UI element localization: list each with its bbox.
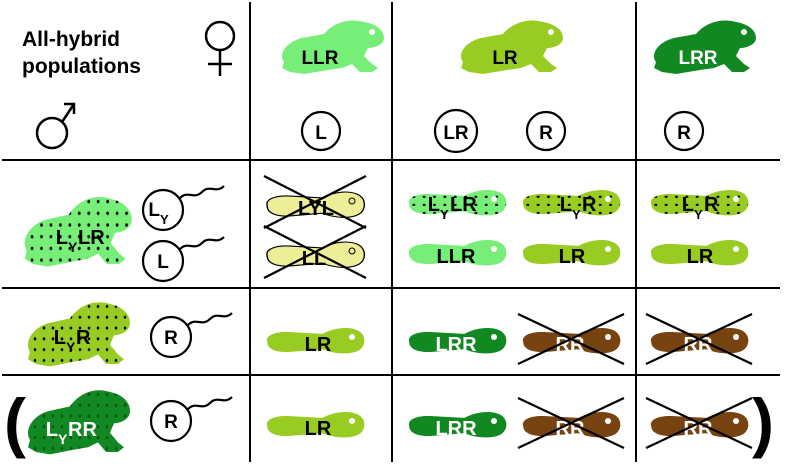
- egg-gamete-r: R: [525, 110, 567, 152]
- offspring-r2c1-lr-label: LR: [305, 334, 332, 356]
- egg-gamete-r-label: R: [539, 123, 553, 144]
- sperm-gamete-l-label: L: [157, 252, 169, 273]
- offspring-r1c2-lyr-base: L: [560, 194, 572, 216]
- right-bracket: ): [752, 385, 774, 459]
- egg-gamete-lr: LR: [433, 108, 479, 154]
- female-frog-llr-label: LLR: [302, 48, 339, 69]
- offspring-r1c3-lyr-sub: Y: [694, 207, 703, 222]
- dead-cross-icon: [645, 313, 753, 365]
- offspring-r2c2-lrr-label: LRR: [435, 334, 477, 356]
- offspring-r3c3-rr: RR: [645, 397, 753, 449]
- offspring-r2c3-rr-label: RR: [684, 334, 713, 356]
- egg-gamete-lr-label: LR: [443, 123, 469, 144]
- offspring-r1c2-lylr: L Y LR: [408, 190, 507, 222]
- offspring-r3c1-lr: LR: [266, 412, 365, 440]
- sperm-gamete-ly-base: L: [148, 200, 160, 221]
- title-line-2: populations: [22, 55, 141, 78]
- male-frog-lyr-sub: Y: [66, 339, 76, 355]
- offspring-r1c3-lyr: L Y R: [650, 190, 749, 222]
- sperm-gamete-ly: L Y: [141, 184, 226, 232]
- offspring-r1c3-lyr-rest: R: [704, 194, 719, 216]
- grid-lines: [2, 2, 780, 462]
- offspring-r1c1-lyl: LYL: [263, 175, 367, 229]
- male-frog-lylr-sub: Y: [68, 239, 78, 255]
- offspring-r1c2-lylr-sub: Y: [440, 207, 449, 222]
- offspring-r2c3-rr: RR: [645, 313, 753, 365]
- dead-cross-icon: [517, 313, 625, 365]
- egg-gamete-l-label: L: [315, 123, 327, 144]
- sperm-gamete-r-row3-label: R: [164, 412, 178, 433]
- male-frog-lyr-base: L: [54, 327, 66, 349]
- diagram-title: All-hybrid populations: [22, 26, 141, 80]
- sperm-gamete-r-row2-label: R: [164, 328, 178, 349]
- female-frog-lrr-label: LRR: [678, 48, 717, 69]
- female-frog-lr: LR: [461, 20, 563, 74]
- offspring-r1c2-lylr-base: L: [428, 194, 440, 216]
- male-frog-lylr-rest: LR: [78, 227, 105, 249]
- offspring-r1c3-lr-label: LR: [687, 246, 714, 268]
- dead-cross-icon: [263, 175, 367, 229]
- title-line-1: All-hybrid: [22, 28, 120, 51]
- male-frog-lylr-base: L: [56, 227, 68, 249]
- offspring-r2c1-lr: LR: [266, 328, 365, 356]
- offspring-r2c2-lrr: LRR: [408, 328, 507, 356]
- male-frog-lyrr-base: L: [46, 419, 58, 441]
- offspring-r1c2-lylr-rest: LR: [450, 194, 477, 216]
- left-bracket: (: [4, 385, 26, 459]
- offspring-r1c2-lr-label: LR: [559, 246, 586, 268]
- dead-cross-icon: [263, 225, 367, 279]
- offspring-r3c3-rr-label: RR: [684, 418, 713, 440]
- offspring-r1c3-lyr-base: L: [682, 194, 694, 216]
- male-frog-lyrr-rest: RR: [68, 419, 97, 441]
- offspring-r3c2-lrr-label: LRR: [435, 418, 477, 440]
- offspring-r1c2-llr: LLR: [408, 240, 507, 268]
- female-frog-lrr: LRR: [654, 20, 756, 74]
- egg-gamete-l: L: [300, 110, 342, 152]
- sperm-gamete-r-row2: R: [149, 311, 234, 359]
- male-frog-lyr: L Y R: [28, 302, 130, 367]
- female-frog-llr: LLR: [282, 20, 384, 74]
- female-symbol-icon: [204, 20, 236, 76]
- female-frog-lr-label: LR: [492, 48, 518, 69]
- male-frog-lyrr-sub: Y: [58, 431, 68, 447]
- offspring-r3c2-lrr: LRR: [408, 412, 507, 440]
- offspring-r1c2-lr: LR: [522, 240, 621, 268]
- male-frog-lyrr: L Y RR: [28, 390, 130, 455]
- dead-cross-icon: [645, 397, 753, 449]
- male-frog-lylr: L Y LR: [24, 197, 132, 267]
- dead-cross-icon: [517, 397, 625, 449]
- egg-gamete-r-2-label: R: [677, 123, 691, 144]
- male-symbol-icon: [35, 102, 76, 150]
- offspring-r2c2-rr-label: RR: [556, 334, 585, 356]
- offspring-r1c2-lyr-rest: R: [582, 194, 597, 216]
- offspring-r1c2-lyr: L Y R: [522, 190, 621, 222]
- offspring-r1c1-ll: LL: [263, 225, 367, 279]
- sperm-gamete-l: L: [141, 235, 226, 283]
- sperm-gamete-ly-sub: Y: [160, 212, 169, 227]
- male-frog-lyr-rest: R: [76, 327, 91, 349]
- offspring-r2c2-rr: RR: [517, 313, 625, 365]
- offspring-r3c1-lr-label: LR: [305, 418, 332, 440]
- egg-gamete-r-2: R: [663, 110, 705, 152]
- offspring-r1c1-lyl-label: LYL: [298, 198, 334, 220]
- offspring-r3c2-rr: RR: [517, 397, 625, 449]
- offspring-r3c2-rr-label: RR: [556, 418, 585, 440]
- sperm-gamete-r-row3: R: [149, 395, 234, 443]
- offspring-r1c2-lyr-sub: Y: [572, 207, 581, 222]
- offspring-r1c2-llr-label: LLR: [437, 246, 476, 268]
- offspring-r1c3-lr: LR: [650, 240, 749, 268]
